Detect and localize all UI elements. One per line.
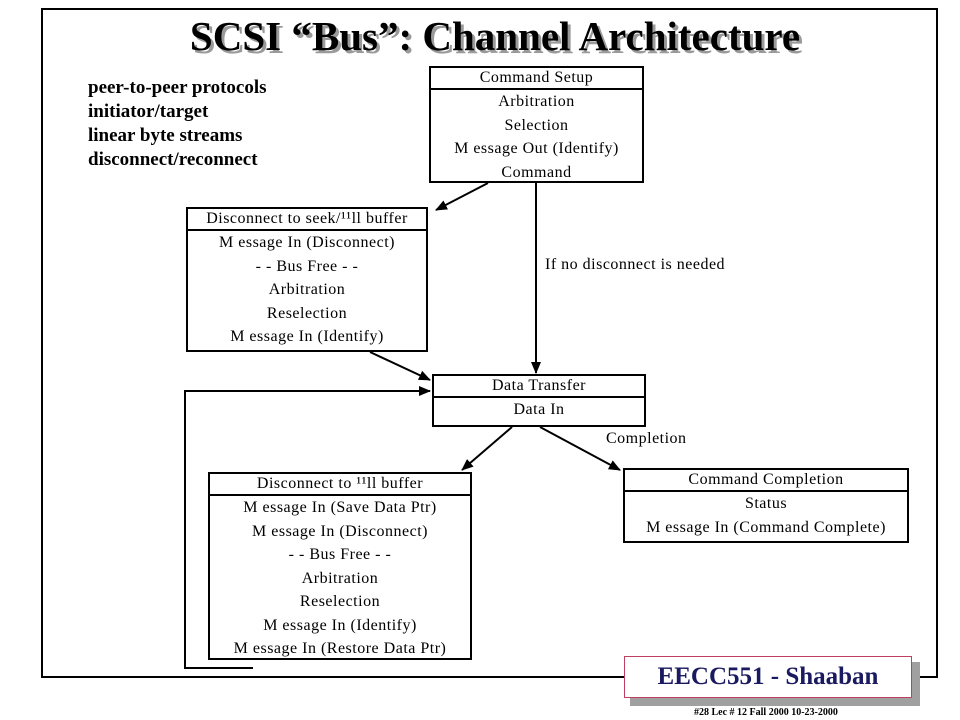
box-header: Disconnect to ¹¹ll buffer [210,474,470,496]
box-row: M essage In (Identify) [263,616,417,634]
data-transfer-box: Data Transfer Data In [432,374,646,427]
box-row: Arbitration [301,569,379,587]
box-row: M essage Out (Identify) [454,140,619,157]
box-header: Data Transfer [434,376,644,398]
box-header: Command Setup [431,68,642,90]
arrow-data-to-disconnect-fill [461,426,513,471]
box-row: - - Bus Free - - [288,546,392,563]
disconnect-seek-box: Disconnect to seek/¹¹ll buffer M essage … [186,207,428,352]
box-row: M essage In (Identify) [230,328,384,345]
box-row: Selection [504,116,569,134]
course-badge: EECC551 - Shaaban [624,656,912,698]
slide-title: SCSI “Bus”: Channel Architecture [189,13,801,59]
arrow-setup-to-disconnect [435,182,489,211]
box-row: M essage In (Save Data Ptr) [243,499,437,516]
disconnect-fill-box: Disconnect to ¹¹ll buffer M essage In (S… [208,472,472,660]
bullet-item: initiator/target [88,101,209,122]
box-row: Data In [513,401,565,418]
arrow-loop-back [184,386,431,669]
box-header: Disconnect to seek/¹¹ll buffer [188,209,426,231]
bullet-item: disconnect/reconnect [88,149,258,170]
bullet-item: peer-to-peer protocols [88,77,267,98]
command-completion-box: Command Completion Status M essage In (C… [623,468,909,543]
arrow-disconnect-to-data-transfer [369,351,431,381]
box-row: Arbitration [498,93,575,110]
box-row: Command [501,163,572,181]
command-setup-box: Command Setup Arbitration Selection M es… [429,66,644,183]
bullet-item: linear byte streams [88,125,243,146]
box-row: Status [744,495,788,512]
no-disconnect-label: If no disconnect is needed [545,256,726,273]
box-row: M essage In (Disconnect) [219,234,395,251]
completion-label: Completion [606,430,687,447]
bullet-list: peer-to-peer protocols initiator/target … [88,76,267,172]
box-header: Command Completion [625,470,907,492]
box-row: Arbitration [268,281,346,298]
box-row: M essage In (Command Complete) [646,518,886,536]
box-row: M essage In (Disconnect) [252,522,428,540]
arrow-data-to-completion [539,426,621,471]
slide-footer: #28 Lec # 12 Fall 2000 10-23-2000 [694,707,838,718]
box-row: M essage In (Restore Data Ptr) [233,640,447,657]
box-row: - - Bus Free - - [255,257,359,275]
box-row: Reselection [299,593,381,610]
slide-frame [41,8,938,678]
box-row: Reselection [266,304,348,322]
